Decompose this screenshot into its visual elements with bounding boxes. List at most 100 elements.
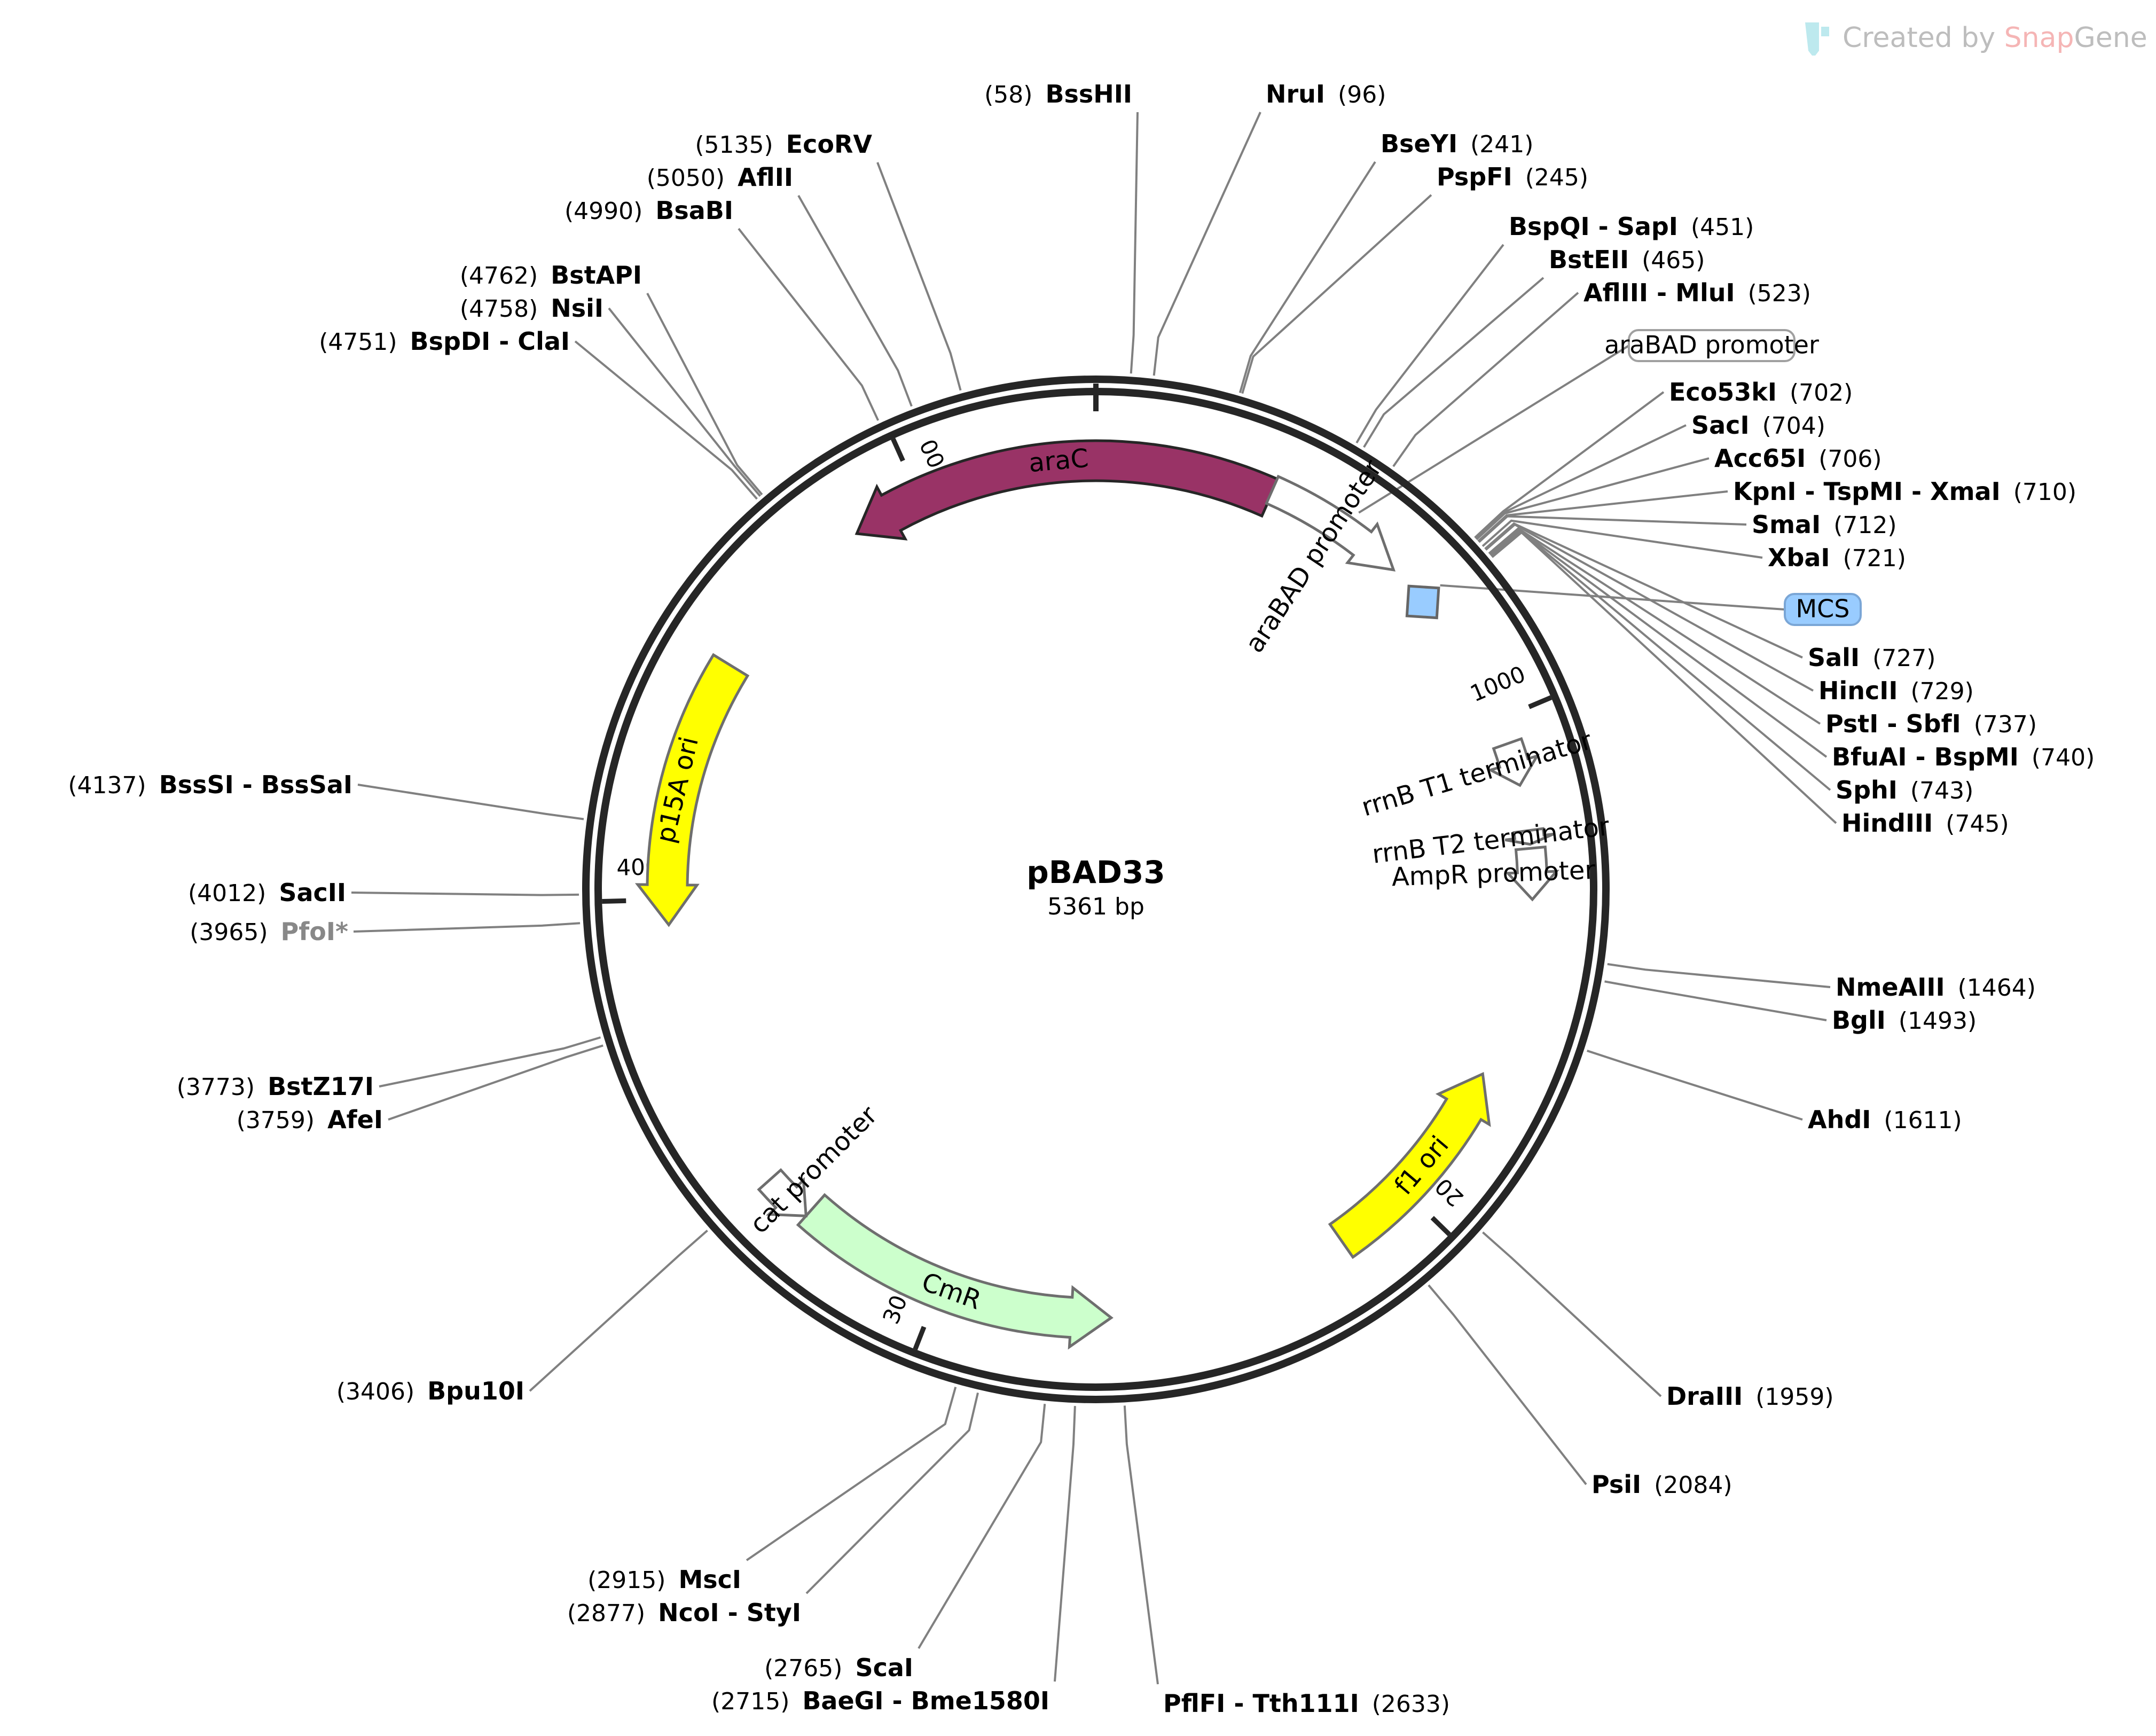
- enzyme-site-aflii[interactable]: (5050)AflII: [647, 163, 793, 192]
- enzyme-site-scai[interactable]: (2765)ScaI: [764, 1653, 913, 1682]
- rrnb-t1-terminator-label: rrnB T1 terminator: [1358, 725, 1595, 823]
- feature-mcs[interactable]: [1405, 584, 1440, 620]
- plasmid-backbone: [582, 376, 1610, 1403]
- enzyme-site-eco53ki[interactable]: Eco53kI(702): [1669, 378, 1853, 406]
- cat-promoter-arrow: [757, 1168, 807, 1217]
- enzyme-site-bsabi[interactable]: (4990)BsaBI: [565, 196, 733, 225]
- enzyme-site-bsteii[interactable]: BstEII(465): [1549, 245, 1705, 274]
- enzyme-site-bpu10i[interactable]: (3406)Bpu10I: [336, 1377, 524, 1405]
- leader-line: [1474, 391, 1665, 539]
- enzyme-site-bspqi-sapi[interactable]: BspQI - SapI(451): [1509, 212, 1754, 241]
- enzyme-site-sphi[interactable]: SphI(743): [1836, 776, 1973, 804]
- enzyme-site-pflfi-tth111i[interactable]: PflFI - Tth111I(2633): [1163, 1689, 1450, 1718]
- enzyme-site-kpni-tspmi-xmai[interactable]: KpnI - TspMI - XmaI(710): [1733, 477, 2076, 506]
- enzyme-name: BspQI - SapI: [1509, 212, 1678, 241]
- enzyme-site-psti-sbfi[interactable]: PstI - SbfI(737): [1825, 709, 2037, 738]
- boxed-label-mcs[interactable]: MCS: [1784, 593, 1862, 626]
- leader-line: [1481, 519, 1763, 559]
- enzyme-site-bstz17i[interactable]: (3773)BstZ17I: [177, 1072, 374, 1101]
- enzyme-site-ncoi-styi[interactable]: (2877)NcoI - StyI: [567, 1598, 801, 1627]
- enzyme-site-bseyi[interactable]: BseYI(241): [1381, 129, 1533, 158]
- enzyme-name: BssHII: [1045, 80, 1132, 108]
- enzyme-site-nsii[interactable]: (4758)NsiI: [460, 294, 603, 323]
- enzyme-name: NsiI: [551, 294, 603, 323]
- feature-cmr[interactable]: CmR: [796, 1193, 1114, 1350]
- leader-line: [646, 293, 763, 496]
- enzyme-site-baegi-bme1580i[interactable]: (2715)BaeGI - Bme1580I: [711, 1686, 1049, 1715]
- svg-text:(4751)BspDI - ClaI: (4751)BspDI - ClaI: [319, 327, 570, 356]
- svg-text:SmaI(712): SmaI(712): [1752, 510, 1897, 539]
- enzyme-site-psii[interactable]: PsiI(2084): [1591, 1470, 1732, 1499]
- boxed-label-text: araBAD promoter: [1604, 331, 1819, 359]
- enzyme-position: (2633): [1372, 1691, 1450, 1718]
- enzyme-name: PsiI: [1591, 1470, 1641, 1499]
- leader-line: [1491, 530, 1831, 791]
- enzyme-site-bsshii[interactable]: (58)BssHII: [984, 80, 1132, 108]
- svg-text:(4137)BssSI - BssSaI: (4137)BssSI - BssSaI: [68, 770, 352, 799]
- enzyme-name: PstI - SbfI: [1825, 709, 1961, 738]
- enzyme-site-sali[interactable]: SalI(727): [1808, 643, 1935, 672]
- leader-line: [1238, 161, 1376, 393]
- enzyme-position: (740): [2032, 744, 2095, 771]
- enzyme-site-bstapi[interactable]: (4762)BstAPI: [460, 261, 642, 290]
- leader-line: [738, 228, 880, 421]
- leader-line: [574, 340, 758, 500]
- enzyme-site-smai[interactable]: SmaI(712): [1752, 510, 1897, 539]
- enzyme-site-ahdi[interactable]: AhdI (1611): [1808, 1105, 1962, 1134]
- enzyme-position: (4762): [460, 262, 538, 290]
- enzyme-name: SacI: [1691, 411, 1750, 440]
- leader-line: [608, 307, 761, 497]
- enzyme-site-bspdi-clai[interactable]: (4751)BspDI - ClaI: [319, 327, 570, 356]
- feature-rrnb-t1-terminator[interactable]: rrnB T1 terminator: [1358, 725, 1595, 823]
- watermark-brand-snap: Snap: [2004, 22, 2074, 54]
- leader-line: [353, 922, 581, 933]
- enzyme-site-draiii[interactable]: DraIII(1959): [1666, 1382, 1834, 1411]
- enzyme-name: BaeGI - Bme1580I: [802, 1686, 1049, 1715]
- enzyme-site-sacii[interactable]: (4012)SacII: [188, 878, 346, 907]
- enzyme-site-bsssi-bsssai[interactable]: (4137)BssSI - BssSaI: [68, 770, 352, 799]
- svg-text:AflIII - MluI(523): AflIII - MluI(523): [1583, 278, 1811, 307]
- feature-ampr-promoter[interactable]: AmpR promoter: [1391, 845, 1596, 902]
- enzyme-site-afei[interactable]: (3759)AfeI: [237, 1105, 383, 1134]
- enzyme-site-afliii-mlui[interactable]: AflIII - MluI(523): [1583, 278, 1811, 307]
- enzyme-position: (706): [1818, 445, 1881, 473]
- enzyme-site-hindiii[interactable]: HindIII(745): [1841, 809, 2009, 838]
- boxed-label-arabad-promoter[interactable]: araBAD promoter: [1604, 329, 1819, 362]
- enzyme-site-pfoi[interactable]: (3965)PfoI*: [190, 917, 348, 946]
- enzyme-position: (1464): [1958, 974, 2036, 1002]
- enzyme-site-pspfi[interactable]: PspFI(245): [1437, 162, 1588, 191]
- enzyme-position: (4137): [68, 772, 146, 799]
- enzyme-name: SmaI: [1752, 510, 1821, 539]
- enzyme-name: AhdI: [1808, 1105, 1871, 1134]
- enzyme-site-bgli[interactable]: BglI(1493): [1832, 1006, 1977, 1035]
- tick-3000: [913, 1326, 927, 1350]
- plasmid-name: pBAD33: [1026, 854, 1165, 890]
- svg-text:(3406)Bpu10I: (3406)Bpu10I: [336, 1377, 524, 1405]
- svg-text:DraIII(1959): DraIII(1959): [1666, 1382, 1834, 1411]
- feature-f1-ori[interactable]: f1 ori: [1328, 1072, 1491, 1259]
- enzyme-name: EcoRV: [786, 130, 873, 159]
- enzyme-position: (241): [1470, 131, 1533, 158]
- enzyme-name: SphI: [1836, 776, 1898, 804]
- enzyme-name: NruI: [1266, 80, 1325, 108]
- tube-icon: [1805, 22, 1829, 56]
- feature-arac[interactable]: araC: [854, 439, 1280, 541]
- enzyme-site-msci[interactable]: (2915)MscI: [587, 1565, 741, 1594]
- tick-1000: [1528, 695, 1553, 709]
- enzyme-position: (1611): [1884, 1107, 1962, 1134]
- svg-text:Eco53kI(702): Eco53kI(702): [1669, 378, 1853, 406]
- enzyme-site-xbai[interactable]: XbaI(721): [1768, 543, 1906, 572]
- leader-line: [918, 1404, 1046, 1649]
- leader-line: [1607, 963, 1831, 988]
- enzyme-site-acc65i[interactable]: Acc65I(706): [1714, 444, 1882, 473]
- enzyme-site-nmeaiii[interactable]: NmeAIII (1464): [1836, 973, 2036, 1002]
- enzyme-site-saci[interactable]: SacI(704): [1691, 411, 1825, 440]
- enzyme-site-hincii[interactable]: HincII(729): [1818, 676, 1974, 705]
- enzyme-site-nrui[interactable]: NruI(96): [1266, 80, 1386, 108]
- enzyme-name: NmeAIII: [1836, 973, 1945, 1002]
- enzyme-site-bfuai-bspmi[interactable]: BfuAI - BspMI(740): [1832, 742, 2095, 771]
- plasmid-length: 5361 bp: [1047, 893, 1144, 920]
- enzyme-site-ecorv[interactable]: (5135)EcoRV: [695, 130, 872, 159]
- feature-p15a-ori[interactable]: p15A ori: [634, 653, 750, 927]
